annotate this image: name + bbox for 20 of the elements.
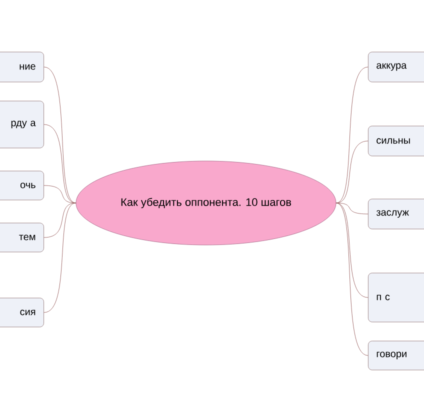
- connector-line: [336, 66, 368, 204]
- topic-box: сия: [0, 298, 44, 328]
- connector-line: [336, 202, 368, 214]
- topic-box: рду а: [0, 100, 44, 148]
- connector-line: [44, 66, 76, 204]
- connector-line: [44, 124, 76, 204]
- topic-box: сильны: [368, 126, 424, 156]
- topic-box: говори: [368, 340, 424, 370]
- topic-box: заслуж: [368, 198, 424, 230]
- topic-box: тем: [0, 222, 44, 252]
- topic-box: п с: [368, 272, 424, 322]
- topic-box: ние: [0, 52, 44, 82]
- connector-line: [44, 202, 76, 238]
- connector-line: [336, 202, 368, 298]
- topic-box: аккура: [368, 52, 424, 82]
- topic-box: очь: [0, 170, 44, 200]
- connector-line: [44, 202, 76, 313]
- connector-line: [336, 202, 368, 356]
- connector-line: [336, 140, 368, 204]
- connector-line: [44, 185, 76, 204]
